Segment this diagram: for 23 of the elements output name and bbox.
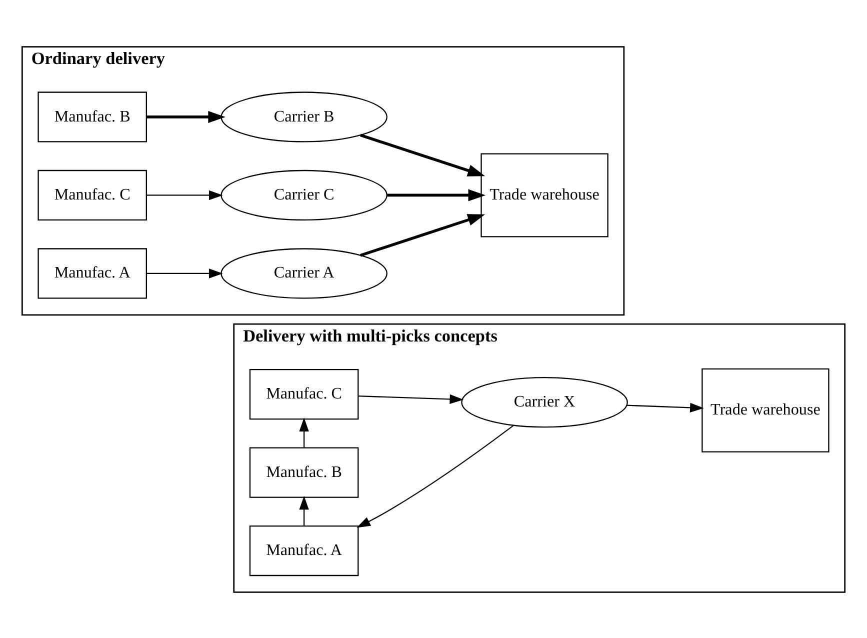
node-box: Manufac. B <box>38 91 147 142</box>
node-box: Manufac. C <box>38 169 147 220</box>
node-ellipse: Carrier B <box>220 91 388 142</box>
arrow <box>299 417 309 448</box>
arrow <box>358 394 464 404</box>
node-box: Manufac. C <box>249 368 359 420</box>
arrow <box>626 402 704 412</box>
node-box: Manufac. A <box>249 524 359 576</box>
node-box: Trade warehouse <box>702 368 830 452</box>
node-ellipse: Carrier C <box>220 169 388 220</box>
node-box: Manufac. B <box>249 446 359 498</box>
arrow <box>360 133 486 176</box>
arrow <box>360 214 486 256</box>
arrow <box>146 268 223 278</box>
node-box: Manufac. A <box>38 248 147 298</box>
node-box: Trade warehouse <box>480 152 608 237</box>
arrow <box>146 110 226 123</box>
arrow <box>356 424 514 528</box>
arrow <box>387 188 486 201</box>
arrow <box>146 190 223 200</box>
arrow <box>299 495 309 526</box>
node-ellipse: Carrier A <box>220 248 388 298</box>
node-ellipse: Carrier X <box>461 376 628 428</box>
